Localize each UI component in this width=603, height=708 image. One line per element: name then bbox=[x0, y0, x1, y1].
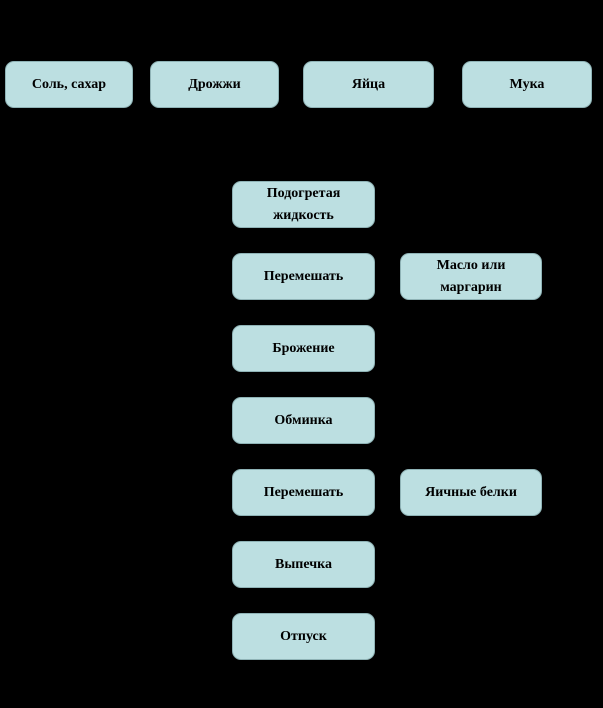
node-mix-2: Перемешать bbox=[232, 469, 375, 516]
node-egg-whites: Яичные белки bbox=[400, 469, 542, 516]
node-yeast: Дрожжи bbox=[150, 61, 279, 108]
node-baking: Выпечка bbox=[232, 541, 375, 588]
node-salt-sugar: Соль, сахар bbox=[5, 61, 133, 108]
node-rest: Отпуск bbox=[232, 613, 375, 660]
node-eggs: Яйца bbox=[303, 61, 434, 108]
node-mix-1: Перемешать bbox=[232, 253, 375, 300]
node-warmed-liquid: Подогретая жидкость bbox=[232, 181, 375, 228]
node-fermentation: Брожение bbox=[232, 325, 375, 372]
node-flour: Мука bbox=[462, 61, 592, 108]
node-punch-down: Обминка bbox=[232, 397, 375, 444]
node-butter-or-margarine: Масло или маргарин bbox=[400, 253, 542, 300]
